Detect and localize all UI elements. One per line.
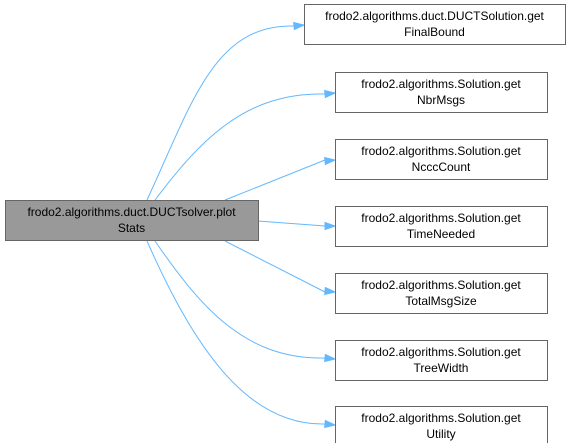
- arrowhead: [324, 353, 337, 363]
- node-label-line: Stats: [118, 221, 145, 235]
- node-label-line: frodo2.algorithms.Solution.get: [361, 211, 521, 225]
- target-node-box: [335, 206, 548, 247]
- arrowhead: [324, 221, 337, 231]
- node-label-line: frodo2.algorithms.duct.DUCTsolver.plot: [27, 205, 236, 219]
- call-edge: [224, 240, 326, 293]
- source-node-box: [5, 200, 259, 241]
- node-label-line: Utility: [426, 427, 455, 441]
- node-label-line: frodo2.algorithms.Solution.get: [361, 278, 521, 292]
- call-edge: [224, 159, 326, 201]
- node-label-line: frodo2.algorithms.duct.DUCTSolution.get: [325, 9, 544, 23]
- node-label-line: frodo2.algorithms.Solution.get: [361, 345, 521, 359]
- target-node-box: [335, 340, 548, 381]
- node-label-line: NbrMsgs: [417, 93, 465, 107]
- node-label-line: NcccCount: [412, 160, 471, 174]
- node-label-line: frodo2.algorithms.Solution.get: [361, 411, 521, 425]
- node-label-line: TotalMsgSize: [405, 294, 477, 308]
- arrowhead: [293, 21, 306, 31]
- target-node-box: [304, 4, 566, 45]
- call-edge: [146, 25, 295, 201]
- node-label-line: TimeNeeded: [407, 227, 475, 241]
- arrowhead: [324, 89, 337, 99]
- source-node[interactable]: frodo2.algorithms.duct.DUCTsolver.plotSt…: [5, 200, 259, 241]
- target-node[interactable]: frodo2.algorithms.duct.DUCTSolution.getF…: [304, 4, 566, 45]
- call-edge: [154, 93, 326, 201]
- target-node-box: [335, 139, 548, 180]
- node-label-line: FinalBound: [404, 25, 465, 39]
- call-edge: [257, 220, 326, 227]
- call-edge: [154, 240, 326, 359]
- call-edge: [146, 240, 326, 425]
- arrowhead: [324, 156, 337, 166]
- target-node-box: [335, 406, 548, 443]
- node-label-line: frodo2.algorithms.Solution.get: [361, 144, 521, 158]
- nodes-layer: frodo2.algorithms.duct.DUCTsolver.plotSt…: [5, 4, 566, 443]
- edges-layer: [146, 21, 337, 429]
- node-label-line: TreeWidth: [414, 361, 469, 375]
- arrowhead: [324, 286, 337, 296]
- node-label-line: frodo2.algorithms.Solution.get: [361, 77, 521, 91]
- target-node-box: [335, 273, 548, 314]
- target-node-box: [335, 72, 548, 113]
- target-node[interactable]: frodo2.algorithms.Solution.getTotalMsgSi…: [335, 273, 548, 314]
- arrowhead: [324, 419, 337, 429]
